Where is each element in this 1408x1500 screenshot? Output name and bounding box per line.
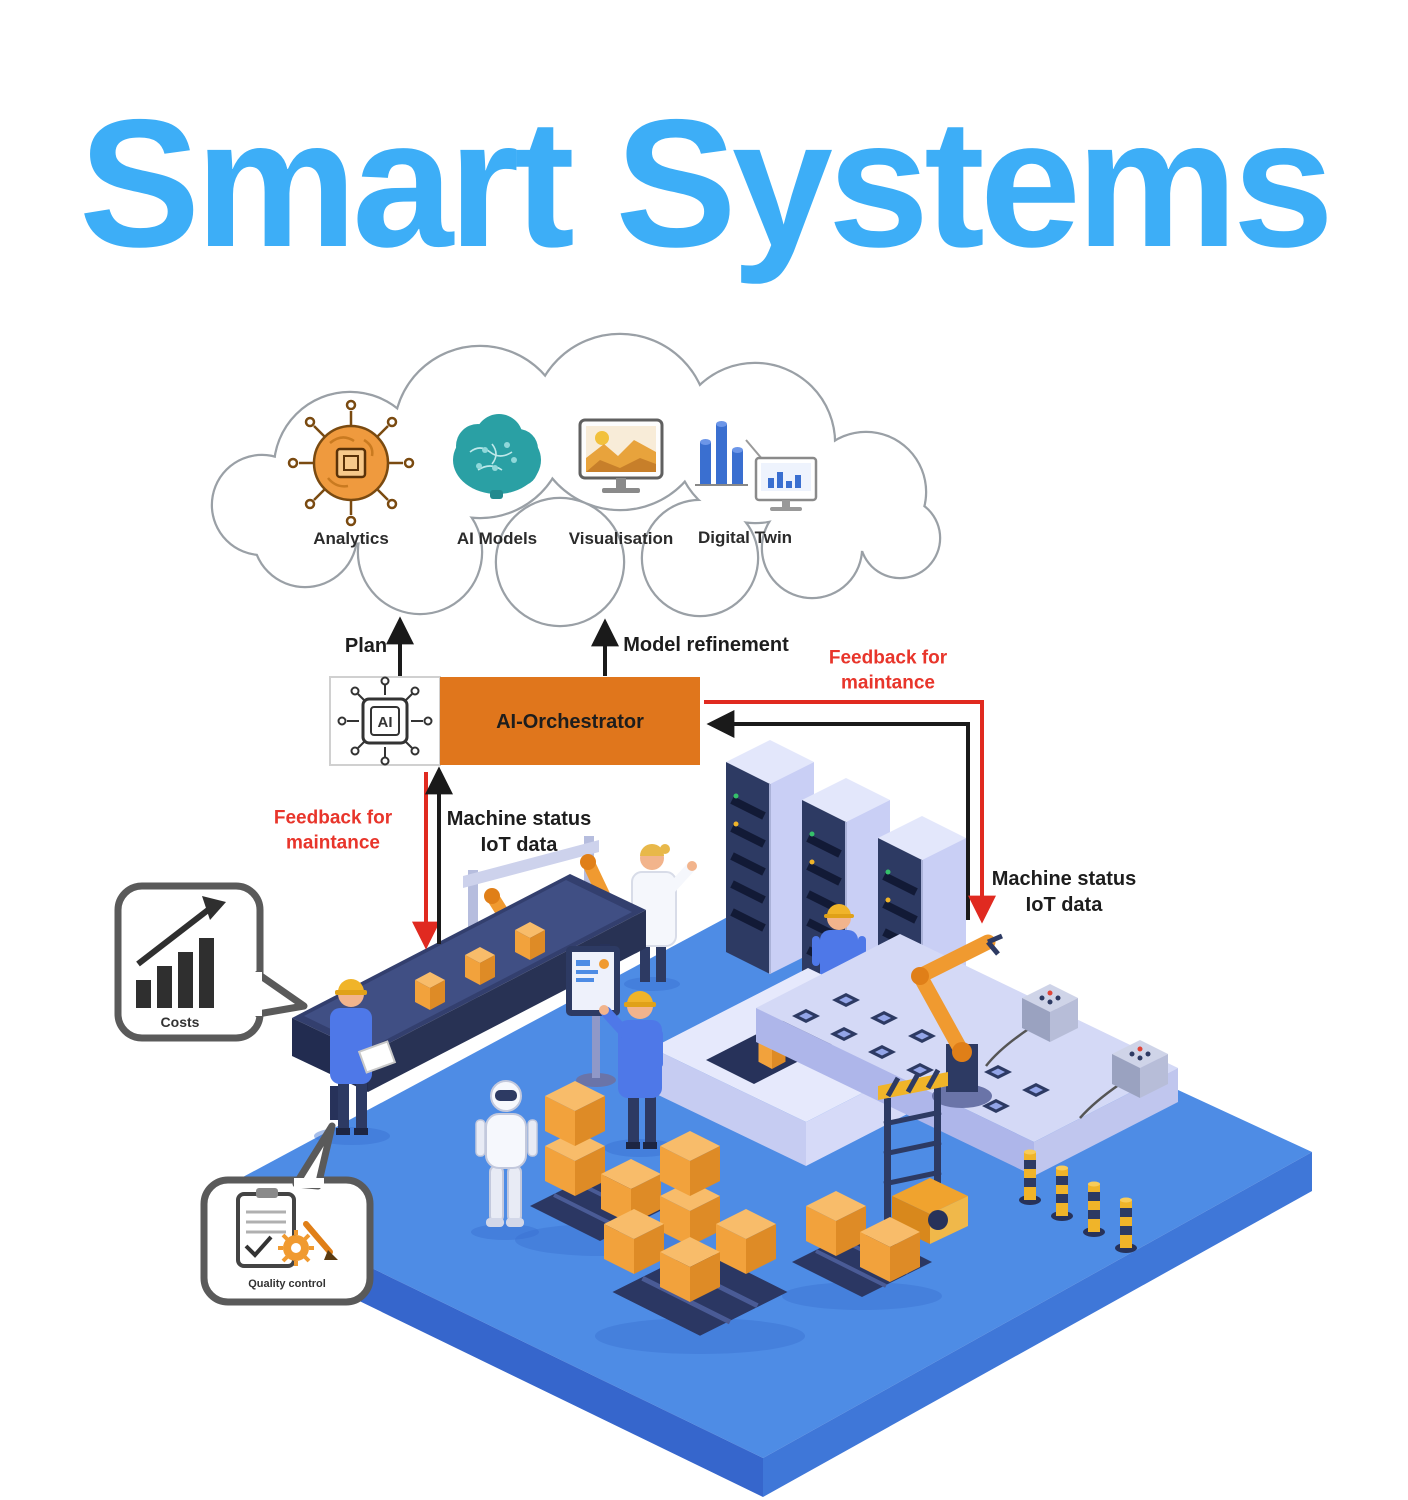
model-refinement-label: Model refinement	[623, 634, 789, 656]
control-kiosk	[566, 946, 620, 1087]
cargo-box	[465, 947, 495, 985]
plan-label: Plan	[344, 635, 388, 657]
humanoid-robot	[471, 1080, 539, 1240]
machine-status-left-label: Machine status IoT data	[446, 808, 592, 856]
worker-pointing	[599, 991, 676, 1157]
analytics-label: Analytics	[313, 528, 389, 548]
feedback-right-label: Feedback for maintance	[828, 647, 948, 693]
ai-models-icon	[453, 414, 541, 499]
feedback-right-arrow	[704, 700, 996, 924]
worker-scientist	[624, 844, 697, 991]
cargo-box	[415, 972, 445, 1010]
digital-twin-icon	[695, 421, 818, 511]
machine-status-right-arrow	[706, 710, 970, 920]
factory-scene	[215, 740, 1312, 1497]
control-panels	[985, 984, 1168, 1119]
pallet-stacks	[515, 1081, 942, 1354]
quality-callout	[200, 1122, 374, 1306]
visualisation-label: Visualisation	[568, 528, 674, 548]
robot-arm-right	[911, 933, 1003, 1108]
costs-label: Costs	[160, 1013, 200, 1030]
costs-chart-icon	[136, 896, 226, 1008]
page-title: Smart Systems	[78, 81, 1334, 285]
flow-arrows	[386, 616, 996, 950]
digital-twin-label: Digital Twin	[697, 527, 793, 547]
cargo-box	[515, 922, 545, 960]
costs-callout	[114, 882, 308, 1042]
feedback-left-label: Feedback for maintance	[273, 807, 393, 853]
ai-models-label: AI Models	[456, 528, 538, 548]
machine-status-right-label: Machine status IoT data	[991, 868, 1137, 916]
quality-clipboard-icon	[236, 1188, 338, 1268]
orchestrator-box	[440, 677, 700, 765]
visualisation-icon	[578, 418, 664, 493]
server-rack	[726, 740, 814, 974]
orchestrator-label: AI-Orchestrator	[496, 711, 644, 733]
quality-control-label: Quality control	[248, 1277, 326, 1290]
ai-chip-label: AI	[378, 714, 393, 731]
orchestrator-block: AI	[329, 676, 700, 766]
ai-chip-icon: AI	[337, 676, 433, 766]
platform-side-right	[763, 1152, 1312, 1497]
analytics-icon	[287, 399, 415, 527]
